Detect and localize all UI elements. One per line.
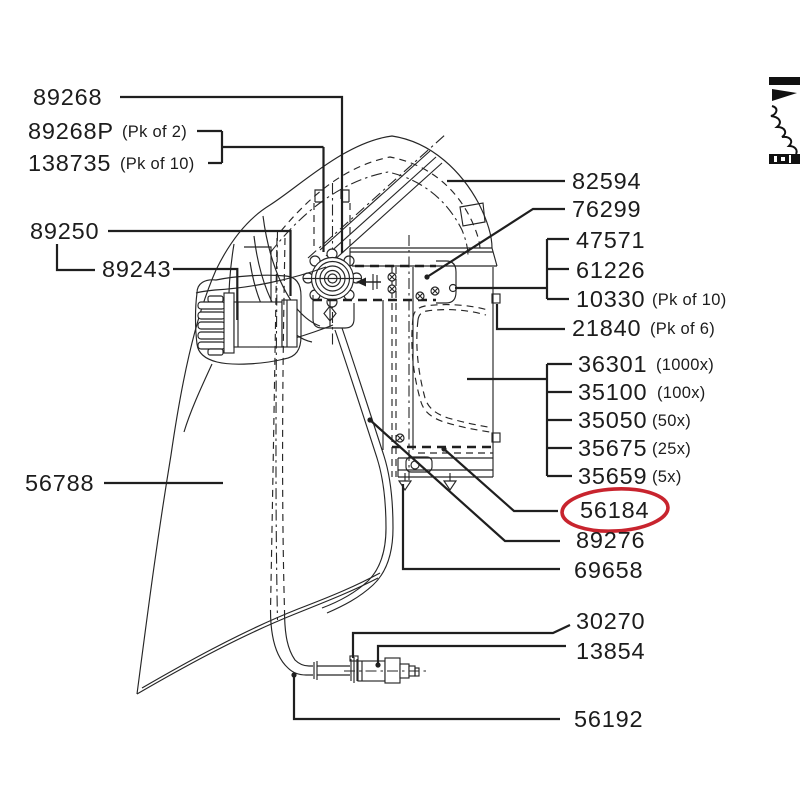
part-label-61226: 61226 xyxy=(576,257,645,283)
part-labels: 89268 89268P (Pk of 2) 138735 (Pk of 10)… xyxy=(25,84,727,732)
part-label-35659: 35659 xyxy=(578,463,647,489)
leader-lines xyxy=(55,95,572,721)
filter-unit-box xyxy=(313,235,501,492)
part-label-82594: 82594 xyxy=(572,168,641,194)
part-label-35100: 35100 xyxy=(578,379,647,405)
highlight-ellipse-56184 xyxy=(560,487,670,533)
screw-icons xyxy=(387,272,458,443)
pivot-knob xyxy=(302,248,381,329)
part-label-47571: 47571 xyxy=(576,227,645,253)
part-qty-36301: (1000x) xyxy=(656,356,714,374)
part-qty-10330: (Pk of 10) xyxy=(652,291,727,309)
part-qty-138735: (Pk of 10) xyxy=(120,155,195,173)
part-qty-21840: (Pk of 6) xyxy=(650,320,715,338)
part-label-89276: 89276 xyxy=(576,527,645,553)
part-label-89243: 89243 xyxy=(102,256,171,282)
part-label-21840: 21840 xyxy=(572,315,641,341)
part-label-89250: 89250 xyxy=(30,218,99,244)
part-label-35675: 35675 xyxy=(578,435,647,461)
part-qty-35675: (25x) xyxy=(652,440,691,458)
part-qty-35050: (50x) xyxy=(652,412,691,430)
part-label-89268: 89268 xyxy=(33,84,102,110)
regulator-valve-89243 xyxy=(194,266,334,365)
part-label-76299: 76299 xyxy=(572,196,641,222)
partial-gear-logo xyxy=(769,77,800,164)
part-label-69658: 69658 xyxy=(574,557,643,583)
part-label-35050: 35050 xyxy=(578,407,647,433)
part-label-56184: 56184 xyxy=(580,497,649,523)
hood-outline xyxy=(136,135,493,695)
part-label-36301: 36301 xyxy=(578,351,647,377)
visor-band xyxy=(307,133,447,263)
part-qty-35100: (100x) xyxy=(657,384,706,402)
part-label-13854: 13854 xyxy=(576,638,645,664)
part-label-30270: 30270 xyxy=(576,608,645,634)
part-label-138735: 138735 xyxy=(28,150,111,176)
breathing-tube xyxy=(269,229,394,680)
part-label-56788: 56788 xyxy=(25,470,94,496)
part-qty-35659: (5x) xyxy=(652,468,682,486)
part-qty-89268p: (Pk of 2) xyxy=(122,123,187,141)
part-label-10330: 10330 xyxy=(576,286,645,312)
part-label-56192: 56192 xyxy=(574,706,643,732)
part-label-89268p: 89268P xyxy=(28,118,114,144)
air-valve-assembly xyxy=(344,655,426,684)
